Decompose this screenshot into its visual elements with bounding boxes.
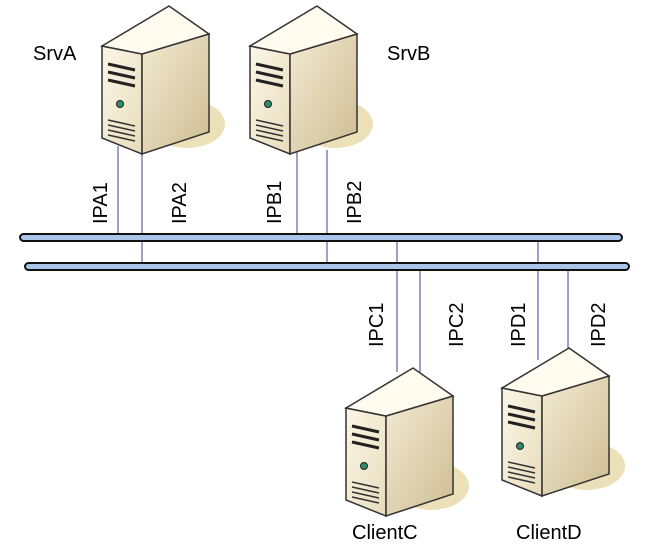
- label-clientc: ClientC: [352, 522, 418, 544]
- label-ipd1: IPD1: [508, 303, 530, 347]
- server-icon-clientd: [500, 346, 627, 498]
- label-ipc1: IPC1: [366, 303, 388, 347]
- label-ipb1: IPB1: [264, 181, 286, 224]
- label-ipa1: IPA1: [90, 182, 112, 224]
- label-ipd2: IPD2: [588, 303, 610, 347]
- server-icon-srvb: [248, 4, 375, 156]
- label-ipa2: IPA2: [169, 182, 191, 224]
- label-clientd: ClientD: [516, 522, 582, 544]
- network-bus-2: [24, 262, 630, 271]
- label-ipb2: IPB2: [344, 181, 366, 224]
- label-srvb: SrvB: [387, 43, 430, 65]
- server-icon-srva: [100, 4, 227, 156]
- label-srva: SrvA: [33, 43, 77, 65]
- network-bus-1: [19, 233, 623, 242]
- link-lines: [117, 146, 569, 372]
- label-ipc2: IPC2: [446, 303, 468, 347]
- server-icon-clientc: [344, 366, 471, 518]
